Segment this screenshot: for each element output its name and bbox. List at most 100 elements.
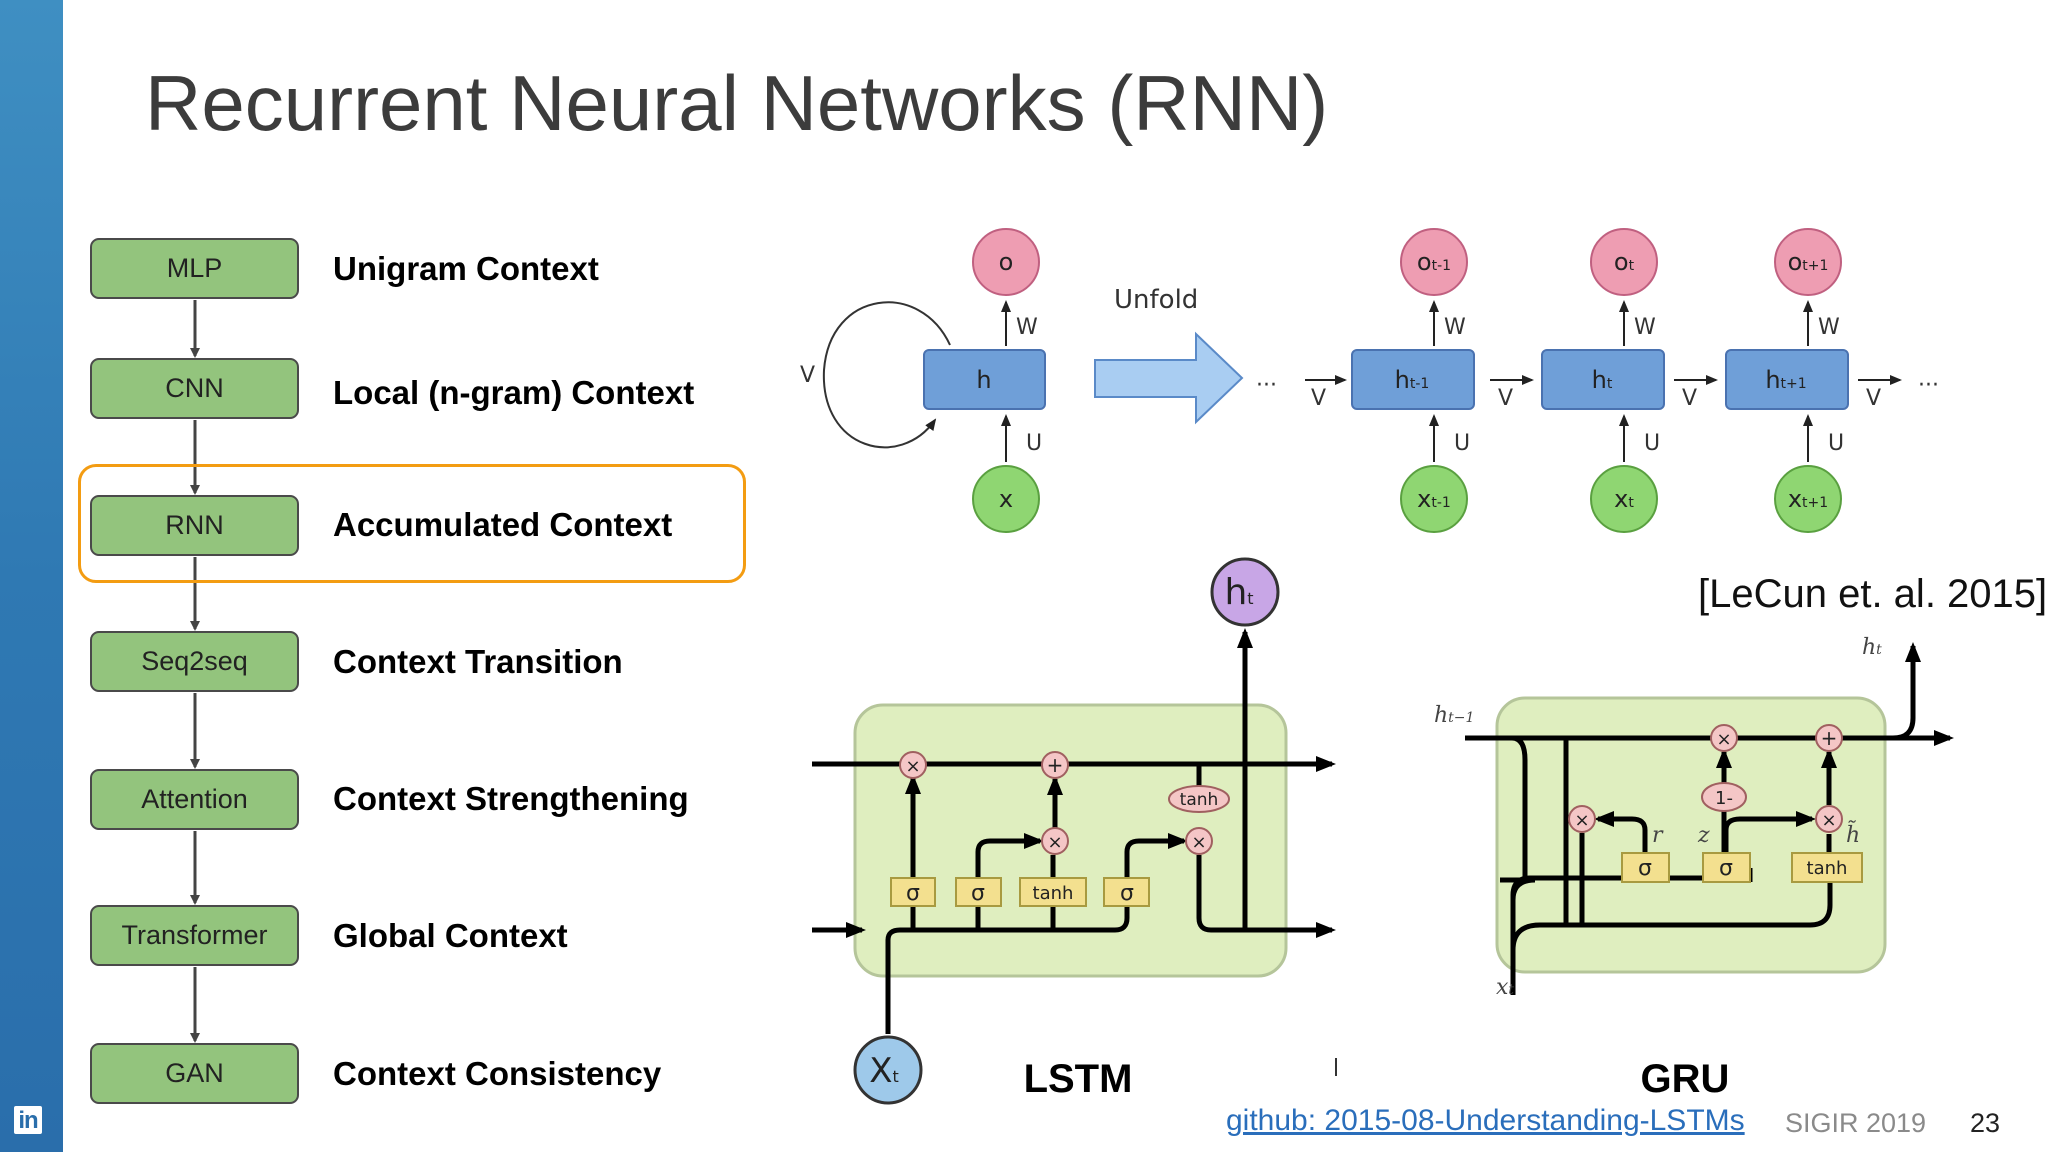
svg-text:1-: 1- <box>1715 788 1733 809</box>
sigma-gate <box>890 877 936 907</box>
lstm-cell <box>853 703 1288 978</box>
svg-text:xt: xt <box>1496 975 1514 1000</box>
sigma-gate <box>955 877 1002 907</box>
svg-text:ht: ht <box>1862 635 1882 660</box>
input-node-label: xt <box>1614 485 1634 513</box>
gate-label: tanh <box>1807 858 1848 879</box>
tanh-gate <box>1791 852 1863 883</box>
context-label-unigram: Unigram Context <box>333 250 599 287</box>
svg-text:r: r <box>1652 823 1664 848</box>
output-node <box>1590 228 1658 296</box>
v-label: V <box>1311 386 1326 411</box>
sigma-gate <box>1103 877 1150 907</box>
svg-text:+: + <box>1821 726 1838 750</box>
svg-text:×: × <box>905 756 920 777</box>
citation: [LeCun et. al. 2015] <box>1698 572 2048 616</box>
tanh-gate <box>1019 877 1087 907</box>
input-node-label: x <box>999 485 1013 513</box>
model-box-mlp: MLP <box>90 238 299 299</box>
hidden-node-h <box>923 349 1046 410</box>
multiply-op <box>1710 724 1738 752</box>
github-link[interactable]: github: 2015-08-Understanding-LSTMs <box>1226 1104 1745 1137</box>
svg-text:h̃: h̃ <box>1846 821 1860 848</box>
hidden-node-label: ht-1 <box>1395 366 1430 394</box>
output-node-label: ot+1 <box>1788 248 1829 276</box>
ellipsis-left: ··· <box>1256 373 1277 398</box>
gate-label: σ <box>1638 856 1652 881</box>
w-label: W <box>1818 315 1840 340</box>
output-node-label: ot <box>1614 248 1635 276</box>
model-box-gan: GAN <box>90 1043 299 1104</box>
v-label: V <box>800 363 815 388</box>
output-node-label: ot-1 <box>1417 248 1451 276</box>
hidden-node-label: h <box>976 366 991 394</box>
input-node <box>1400 465 1468 533</box>
conference-label: SIGIR 2019 <box>1785 1108 1927 1138</box>
page-number: 23 <box>1970 1108 2001 1138</box>
hidden-node-label: ht+1 <box>1765 366 1806 394</box>
w-label: W <box>1634 315 1656 340</box>
v-label: V <box>1498 386 1513 411</box>
w-label: W <box>1016 315 1038 340</box>
svg-text:tanh: tanh <box>1180 790 1219 810</box>
sidebar-band: in <box>0 0 63 1152</box>
input-node-label: xt+1 <box>1788 485 1828 513</box>
tanh-op <box>1168 785 1230 813</box>
model-box-cnn: CNN <box>90 358 299 419</box>
multiply-op <box>1041 827 1069 855</box>
hidden-node <box>1541 349 1665 410</box>
svg-text:ht−1: ht−1 <box>1434 703 1474 728</box>
output-node-o <box>972 228 1040 296</box>
multiply-op <box>1568 805 1596 833</box>
u-label: U <box>1454 431 1470 456</box>
gate-label: σ <box>906 881 920 906</box>
output-node <box>1774 228 1842 296</box>
lstm-output-node <box>1210 557 1280 627</box>
context-label-strengthening: Context Strengthening <box>333 780 689 817</box>
recurrent-loop-arrow <box>822 301 951 449</box>
add-op <box>1815 724 1843 752</box>
model-box-attention: Attention <box>90 769 299 830</box>
linkedin-logo-icon: in <box>14 1106 42 1134</box>
input-node-x <box>972 465 1040 533</box>
add-op <box>1041 751 1069 779</box>
u-label: U <box>1026 431 1042 456</box>
svg-text:ht: ht <box>1224 572 1253 613</box>
gate-label: tanh <box>1033 883 1074 904</box>
context-label-global: Global Context <box>333 917 568 954</box>
svg-text:Xt: Xt <box>869 1051 899 1091</box>
input-node <box>1590 465 1658 533</box>
ellipsis-right: ··· <box>1918 373 1939 398</box>
rnn-highlight-frame <box>78 464 746 583</box>
context-label-consistency: Context Consistency <box>333 1055 662 1092</box>
context-label-transition: Context Transition <box>333 643 623 680</box>
svg-text:×: × <box>1716 729 1731 750</box>
output-node-label: o <box>999 248 1014 276</box>
u-label: U <box>1644 431 1660 456</box>
u-label: U <box>1828 431 1844 456</box>
context-label-local: Local (n-gram) Context <box>333 374 695 411</box>
gru-cell <box>1495 696 1887 974</box>
gate-label: σ <box>971 881 985 906</box>
svg-text:×: × <box>1191 832 1206 853</box>
input-node-label: xt-1 <box>1417 485 1451 513</box>
svg-text:×: × <box>1821 810 1836 831</box>
multiply-op <box>1185 827 1213 855</box>
v-label: V <box>1866 386 1881 411</box>
model-box-rnn: RNN <box>90 495 299 556</box>
lstm-input-node <box>853 1035 923 1105</box>
input-node <box>1774 465 1842 533</box>
model-box-transformer: Transformer <box>90 905 299 966</box>
model-box-seq2seq: Seq2seq <box>90 631 299 692</box>
gate-label: σ <box>1719 856 1733 881</box>
sigma-gate <box>1621 852 1670 883</box>
hidden-node <box>1351 349 1475 410</box>
hidden-node <box>1725 349 1849 410</box>
svg-text:×: × <box>1574 810 1589 831</box>
context-label-accumulated: Accumulated Context <box>333 506 673 543</box>
sigma-gate <box>1702 852 1751 883</box>
slide-title: Recurrent Neural Networks (RNN) <box>145 59 1329 147</box>
